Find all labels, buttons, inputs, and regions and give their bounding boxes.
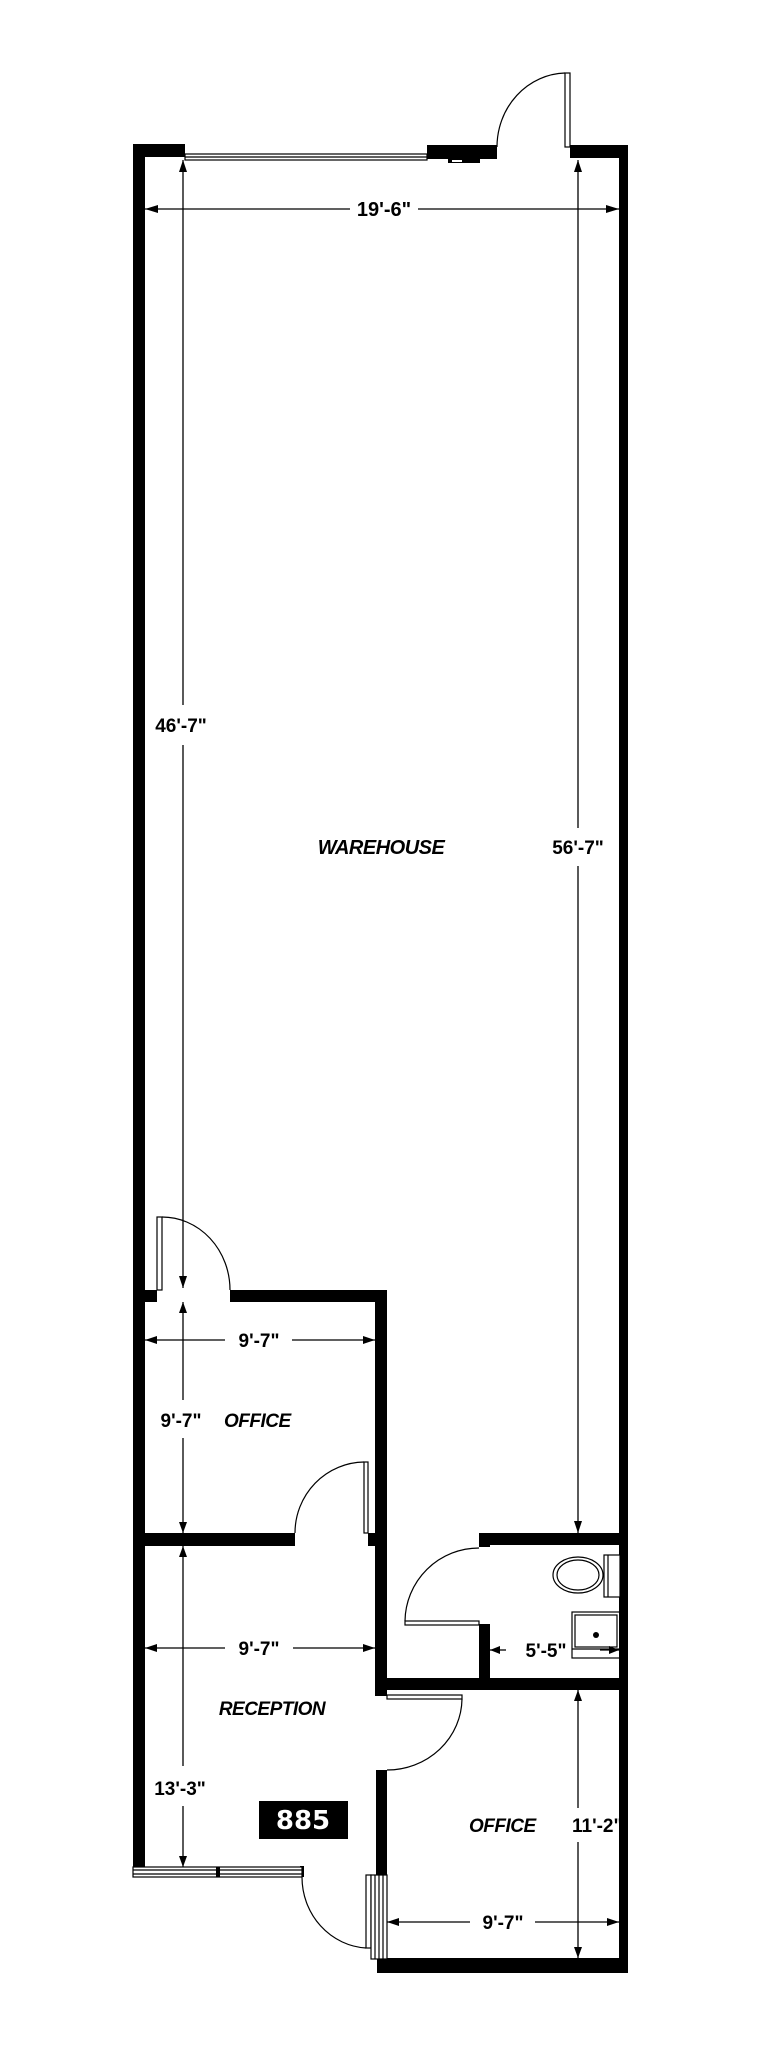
wall-office1-right — [375, 1290, 387, 1535]
exterior-walls — [133, 144, 628, 1973]
wall-office1-bottom — [133, 1533, 295, 1546]
dim-reception-width: 9'-7" — [239, 1639, 280, 1660]
door-swing-arc — [404, 1547, 480, 1622]
office2-door[interactable] — [386, 1694, 463, 1771]
wall-office1-top-stub — [133, 1290, 157, 1302]
dim-reception-depth: 13'-3" — [154, 1779, 206, 1800]
front-entry-door[interactable] — [301, 1874, 372, 1949]
rear-door[interactable] — [496, 72, 571, 148]
door-swing-arc — [161, 1216, 231, 1291]
dim-office1-width: 9'-7" — [239, 1331, 280, 1352]
door-swing-arc — [386, 1698, 463, 1771]
door-leaf — [156, 1216, 163, 1291]
dim-warehouse-left-depth: 46'-7" — [155, 716, 207, 737]
wall-top-middle-notch — [448, 159, 480, 163]
wall-restroom-left-bottom — [479, 1624, 490, 1680]
room-label-office-2: OFFICE — [469, 1816, 537, 1837]
door-leaf — [363, 1461, 369, 1534]
top-window — [184, 153, 428, 161]
wall-left — [133, 144, 145, 1877]
dim-office2-width: 9'-7" — [483, 1913, 524, 1934]
dim-restroom-width: 5'-5" — [526, 1641, 567, 1662]
dim-overall-depth: 56'-7" — [552, 838, 604, 859]
wall-restroom-bottom — [380, 1678, 628, 1690]
door-leaf — [404, 1620, 480, 1626]
door-leaf — [386, 1694, 463, 1700]
suite-number: 885 — [276, 1806, 330, 1836]
door-leaf — [564, 72, 571, 148]
door-swing-arc — [294, 1461, 365, 1534]
wall-top-right — [570, 145, 628, 158]
wall-restroom-top — [479, 1533, 628, 1545]
door-leaf — [365, 1874, 372, 1949]
dimension-lines — [133, 160, 628, 1958]
dim-office1-depth: 9'-7" — [161, 1411, 202, 1432]
office1-reception-door[interactable] — [294, 1461, 369, 1534]
room-label-warehouse: WAREHOUSE — [318, 837, 446, 859]
wall-top-middle — [427, 145, 497, 159]
wall-bottom — [377, 1958, 628, 1973]
sink-icon — [571, 1611, 621, 1659]
office1-door[interactable] — [156, 1216, 231, 1291]
interior-walls — [133, 1290, 628, 1877]
room-label-reception: RECEPTION — [219, 1699, 327, 1720]
wall-office2-left — [376, 1770, 387, 1876]
room-label-office-1: OFFICE — [224, 1411, 292, 1432]
door-swing-arc — [301, 1876, 367, 1949]
toilet-icon — [552, 1554, 621, 1598]
side-window — [370, 1874, 388, 1960]
restroom-door[interactable] — [404, 1547, 480, 1626]
wall-office1-top — [230, 1290, 387, 1302]
dim-overall-width: 19'-6" — [357, 199, 411, 221]
front-window — [132, 1866, 303, 1878]
wall-restroom-left-top — [479, 1533, 490, 1547]
wall-top-left — [133, 144, 185, 157]
suite-number-badge: 885 — [259, 1801, 348, 1839]
dim-office2-depth: 11'-2" — [572, 1816, 623, 1837]
door-swing-arc — [496, 72, 566, 148]
wall-reception-right-upper — [375, 1533, 387, 1696]
wall-right — [619, 145, 628, 1973]
